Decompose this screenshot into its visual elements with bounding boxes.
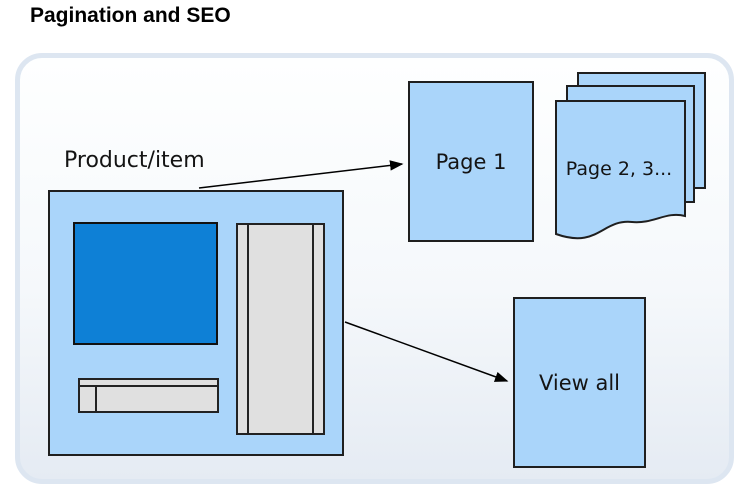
view-all-box: View all bbox=[513, 297, 646, 468]
page-stack-label: Page 2, 3... bbox=[565, 158, 673, 180]
page-title: Pagination and SEO bbox=[30, 4, 231, 27]
product-scrollbar-strip bbox=[236, 223, 325, 435]
product-item-box bbox=[48, 190, 344, 456]
product-image-placeholder bbox=[73, 222, 218, 345]
product-toolbar-divider bbox=[95, 385, 97, 411]
page1-label: Page 1 bbox=[435, 149, 507, 174]
document-shape bbox=[555, 100, 686, 240]
product-item-label: Product/item bbox=[64, 148, 205, 173]
page1-box: Page 1 bbox=[408, 81, 534, 242]
page-stack-front-sheet bbox=[555, 100, 686, 240]
product-scrollbar-track bbox=[247, 225, 314, 433]
view-all-label: View all bbox=[538, 370, 621, 395]
product-toolbar-bar bbox=[78, 378, 219, 413]
product-toolbar-line bbox=[80, 385, 217, 387]
